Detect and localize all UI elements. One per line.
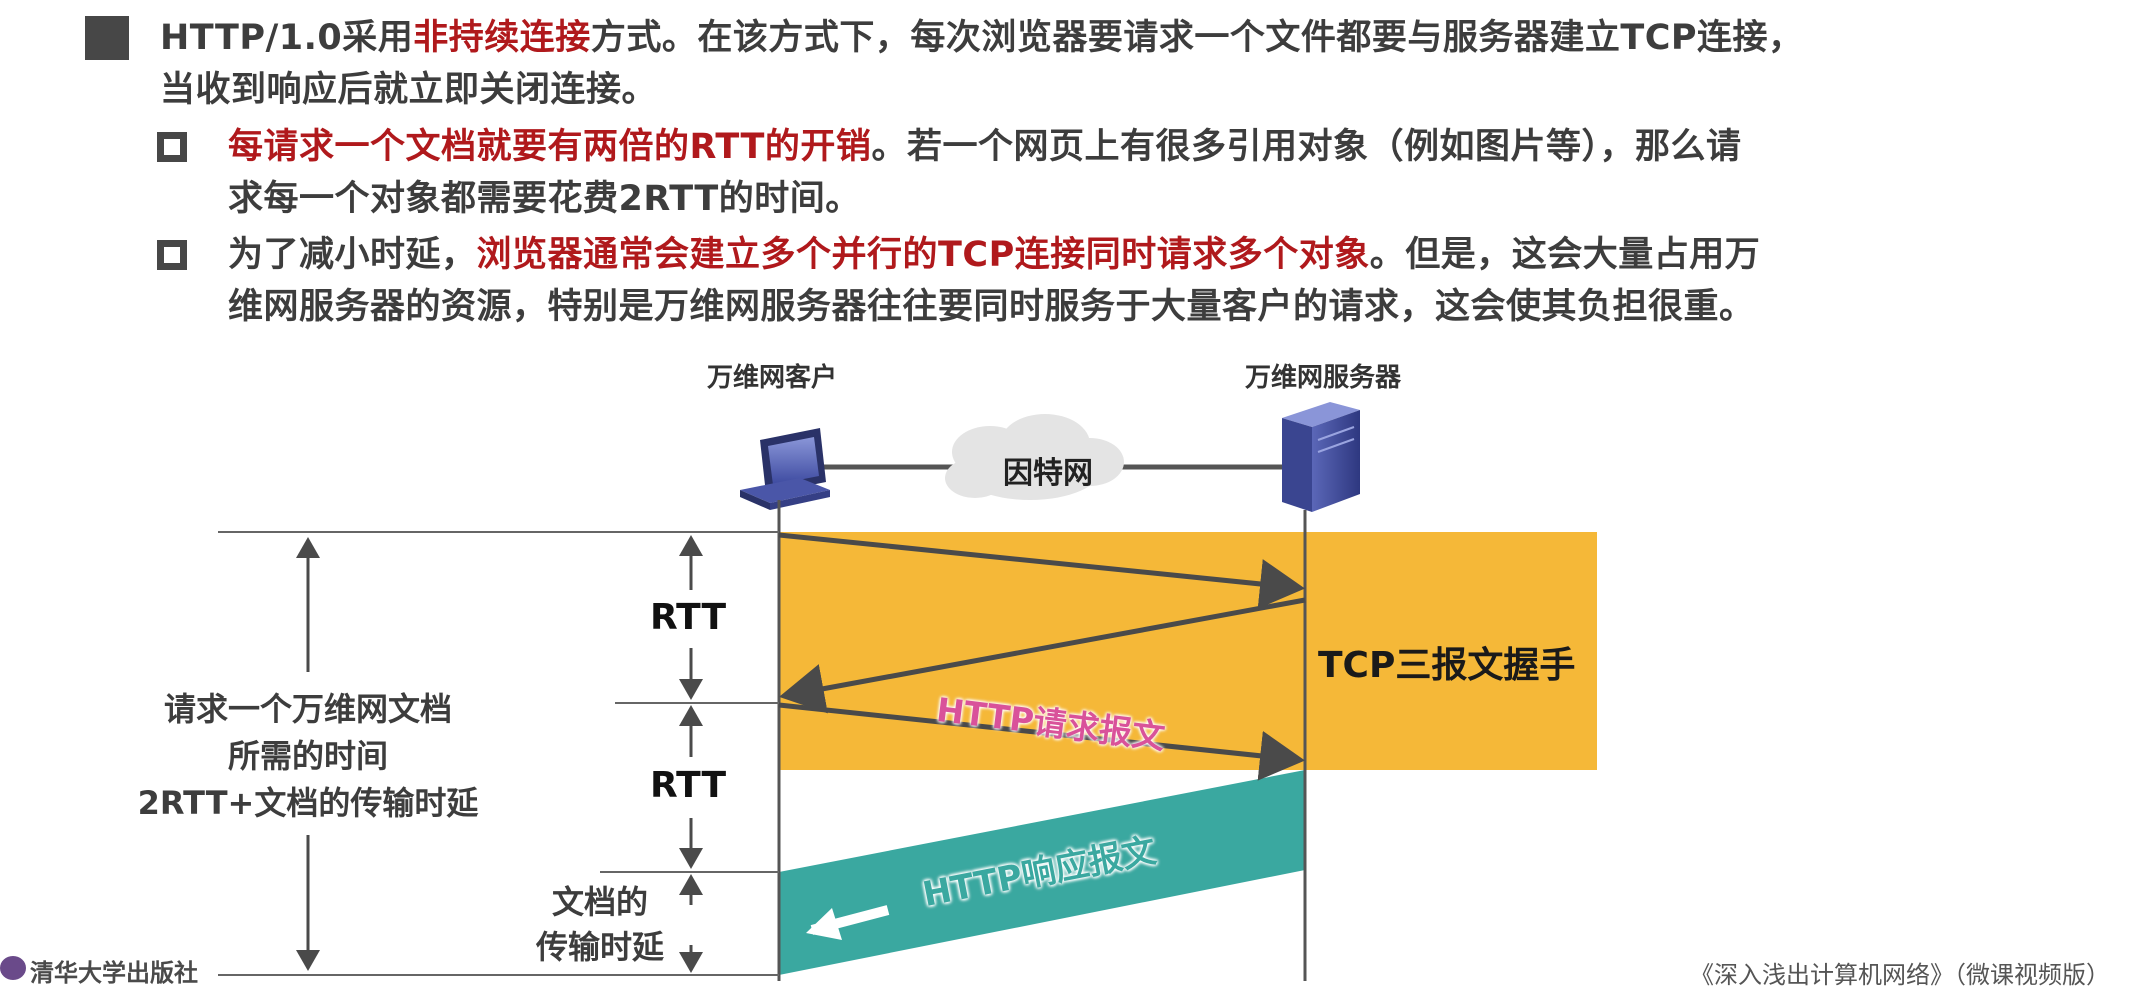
total-time-line-3: 2RTT+文档的传输时延 <box>137 784 479 822</box>
client-computer-icon <box>740 428 830 510</box>
sub-bullet-1-square <box>157 132 187 162</box>
sub-bullet-2-line1: 为了减小时延，浏览器通常会建立多个并行的TCP连接同时请求多个对象。但是，这会大… <box>228 235 1761 275</box>
rtt2-label: RTT <box>650 765 727 806</box>
transfer-delay-label: 文档的 传输时延 <box>515 880 685 970</box>
sub-bullet-1-text: 每请求一个文档就要有两倍的RTT的开销。若一个网页上有很多引用对象（例如图片等）… <box>228 121 1741 225</box>
sub-bullet-2-text: 为了减小时延，浏览器通常会建立多个并行的TCP连接同时请求多个对象。但是，这会大… <box>228 229 1760 333</box>
main-bullet-square <box>85 16 129 60</box>
main-bullet-line2: 当收到响应后就立即关闭连接。 <box>160 70 658 110</box>
sub-bullet-1-line2: 求每一个对象都需要花费2RTT的时间。 <box>228 179 861 219</box>
transfer-delay-line-2: 传输时延 <box>535 928 664 966</box>
transfer-delay-line-1: 文档的 <box>551 883 648 921</box>
total-time-line-2: 所需的时间 <box>227 737 388 775</box>
syn-ack-arrow <box>779 597 1306 714</box>
total-time-line-1: 请求一个万维网文档 <box>163 690 452 728</box>
internet-cloud <box>945 414 1124 500</box>
total-time-label: 请求一个万维网文档 所需的时间 2RTT+文档的传输时延 <box>108 686 508 827</box>
book-title: 《深入浅出计算机网络》（微课视频版） <box>1690 961 2110 989</box>
handshake-band <box>779 532 1597 770</box>
cloud-label: 因特网 <box>1003 456 1093 491</box>
request-arrow <box>778 702 1305 781</box>
handshake-label: TCP三报文握手 <box>1318 645 1576 686</box>
response-direction-arrow-head <box>806 908 842 940</box>
syn-arrow <box>778 532 1305 609</box>
publisher-logo-icon <box>0 956 26 980</box>
server-label: 万维网服务器 <box>1245 363 1402 393</box>
sub-bullet-2-line2: 维网服务器的资源，特别是万维网服务器往往要同时服务于大量客户的请求，这会使其负担… <box>228 287 1755 327</box>
sub-bullet-1-line1: 每请求一个文档就要有两倍的RTT的开销。若一个网页上有很多引用对象（例如图片等）… <box>228 127 1742 167</box>
main-bullet-line1: HTTP/1.0采用非持续连接方式。在该方式下，每次浏览器要请求一个文件都要与服… <box>160 18 1804 58</box>
server-icon <box>1282 402 1360 512</box>
sub-bullet-2-square <box>157 240 187 270</box>
publisher-name: 清华大学出版社 <box>30 959 198 987</box>
client-label: 万维网客户 <box>707 363 838 393</box>
rtt1-label: RTT <box>650 597 727 638</box>
response-band <box>779 770 1305 975</box>
main-bullet-text: HTTP/1.0采用非持续连接方式。在该方式下，每次浏览器要请求一个文件都要与服… <box>160 12 1804 116</box>
